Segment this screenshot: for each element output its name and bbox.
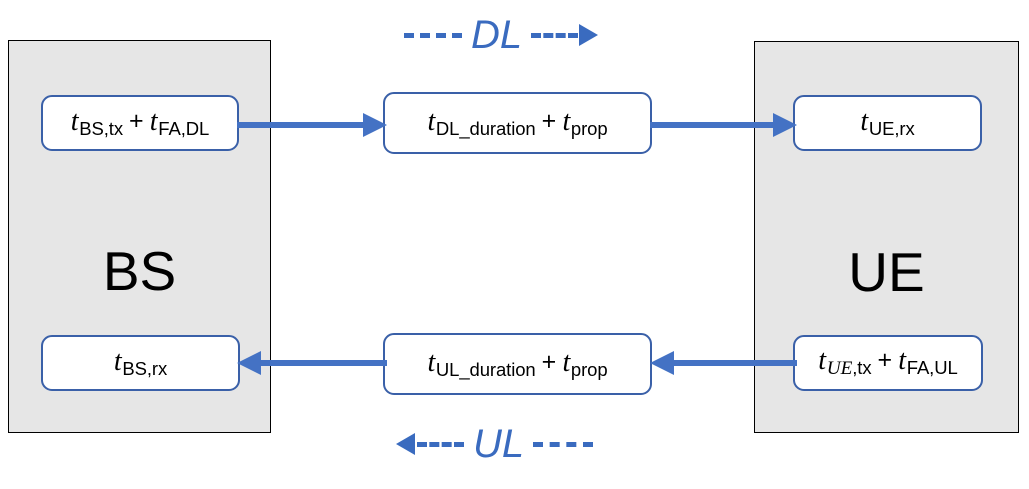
- subscript-fa-dl: FA,DL: [158, 117, 210, 139]
- panel-label-ue: UE: [848, 241, 925, 303]
- subscript-fa-ul: FA,UL: [906, 357, 958, 379]
- legend-label-dl: DL: [471, 13, 523, 57]
- term-box-ue-tx: tUE,tx+tFA,UL: [793, 335, 983, 391]
- subscript-ue-italic: UE: [826, 358, 853, 380]
- symbol-t: t: [149, 105, 158, 137]
- term-box-ue-rx: tUE,rx: [793, 95, 982, 151]
- term-box-dl-duration: tDL_duration+tprop: [383, 92, 652, 154]
- subscript-bs-rx: BS,rx: [122, 357, 168, 379]
- panel-label-bs: BS: [102, 240, 177, 302]
- expression-ue-rx: tUE,rx: [860, 105, 915, 139]
- symbol-t: t: [427, 346, 436, 378]
- symbol-t: t: [860, 105, 869, 137]
- legend-dl: DL: [404, 13, 599, 57]
- symbol-t: t: [562, 105, 571, 137]
- expression-ue-tx: tUE,tx+tFA,UL: [818, 345, 958, 380]
- dashed-line-segment: [533, 441, 594, 447]
- symbol-t: t: [818, 345, 827, 377]
- operator-plus: +: [877, 346, 893, 375]
- expression-dl-duration: tDL_duration+tprop: [427, 105, 608, 139]
- operator-plus: +: [541, 106, 557, 135]
- dashed-line-segment: [531, 32, 579, 38]
- operator-plus: +: [541, 347, 557, 376]
- subscript-dl-duration: DL_duration: [435, 117, 536, 139]
- term-box-bs-tx: tBS,tx+tFA,DL: [41, 95, 239, 151]
- symbol-t: t: [562, 346, 571, 378]
- expression-bs-tx: tBS,tx+tFA,DL: [70, 105, 210, 139]
- operator-plus: +: [128, 106, 144, 135]
- subscript-ul-duration: UL_duration: [435, 358, 536, 380]
- subscript-prop: prop: [570, 117, 608, 139]
- subscript-tx: ,tx: [852, 357, 872, 379]
- subscript-ue-tx: UE,tx: [826, 357, 872, 380]
- expression-ul-duration: tUL_duration+tprop: [427, 346, 608, 380]
- expression-bs-rx: tBS,rx: [113, 345, 168, 379]
- legend-label-ul: UL: [473, 422, 525, 466]
- symbol-t: t: [427, 105, 436, 137]
- subscript-ue-rx: UE,rx: [868, 117, 915, 139]
- symbol-t: t: [898, 345, 907, 377]
- term-box-bs-rx: tBS,rx: [41, 335, 240, 391]
- subscript-bs-tx: BS,tx: [79, 117, 123, 139]
- term-box-ul-duration: tUL_duration+tprop: [383, 333, 652, 395]
- triangle-left-icon: [396, 433, 415, 455]
- dashed-line-segment: [404, 32, 462, 38]
- triangle-right-icon: [579, 24, 599, 46]
- symbol-t: t: [70, 105, 79, 137]
- legend-ul: UL: [396, 422, 594, 466]
- symbol-t: t: [113, 345, 122, 377]
- subscript-prop: prop: [570, 358, 608, 380]
- dashed-line-segment: [417, 441, 464, 447]
